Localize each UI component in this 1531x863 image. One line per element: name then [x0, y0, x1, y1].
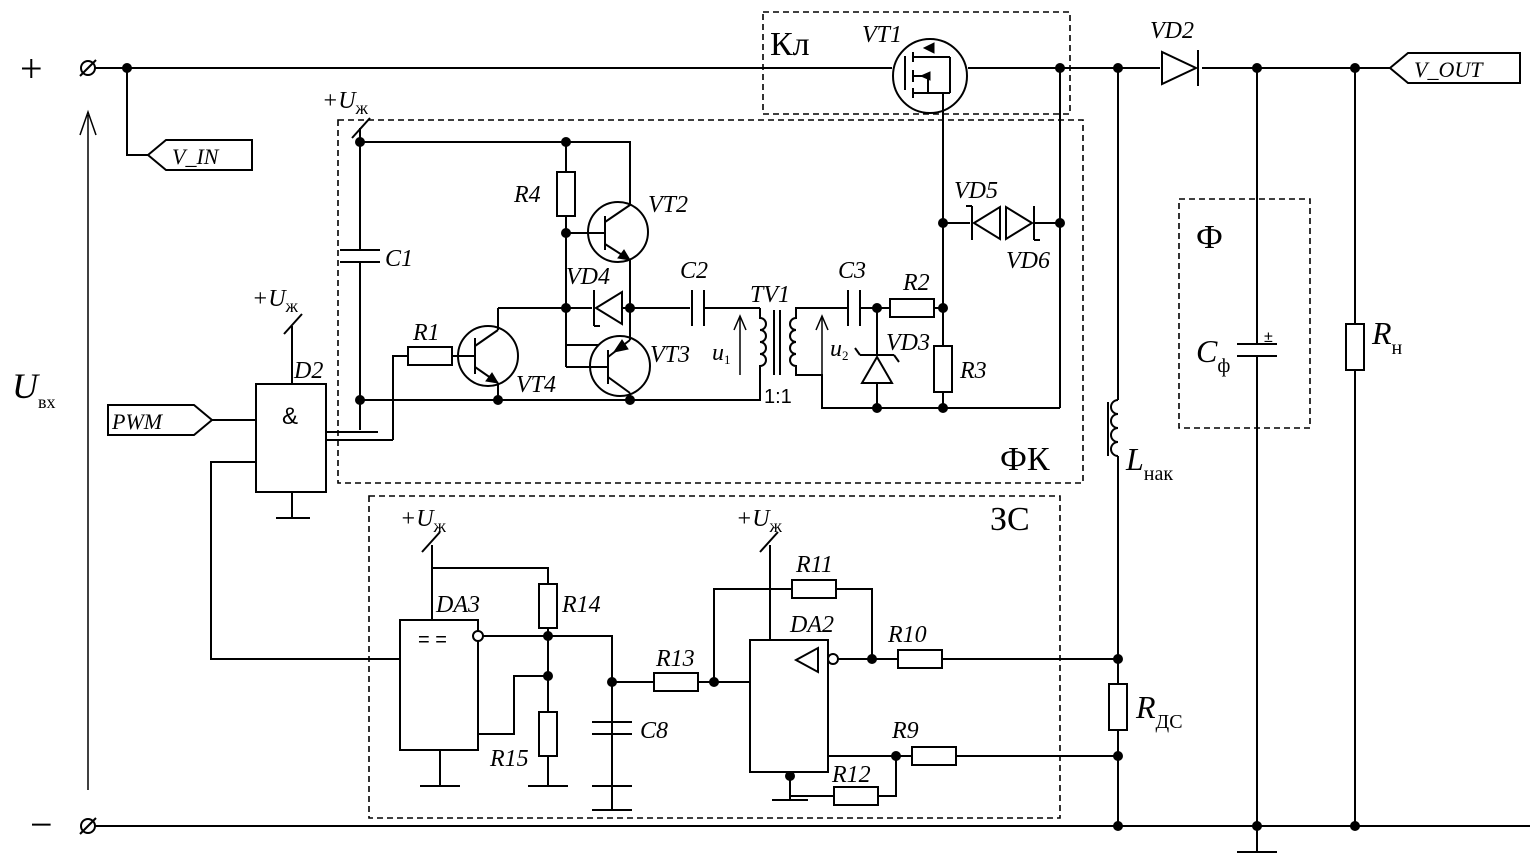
- da3-supply-label: +Uж: [400, 506, 447, 536]
- tv1-ratio: 1:1: [764, 386, 792, 408]
- r12-resistor: [790, 756, 897, 806]
- block-zs-boundary: [368, 495, 1061, 819]
- r3-resistor: [933, 223, 953, 408]
- r10-label: R10: [887, 622, 927, 648]
- block-fk-boundary: [337, 119, 1084, 484]
- da3-symbol: = =: [418, 629, 447, 651]
- l-nak-inductor: [1107, 68, 1119, 684]
- block-kl-label: Кл: [770, 26, 810, 63]
- u2-label: u2: [830, 336, 849, 363]
- r12-label: R12: [831, 762, 871, 788]
- da2-supply-label: +Uж: [736, 506, 783, 536]
- r9-label: R9: [891, 718, 919, 744]
- block-zs-label: ЗС: [990, 501, 1030, 538]
- fk-supply-label: +Uж: [322, 88, 369, 118]
- tv1-transformer: [759, 307, 1060, 409]
- da2-opamp: [749, 639, 839, 773]
- input-terminals: + − Uвх: [12, 46, 97, 847]
- r11-resistor: [713, 579, 873, 682]
- pwm-tag: PWM: [107, 404, 214, 436]
- c2-label: C2: [680, 258, 708, 284]
- vt2-label: VT2: [648, 192, 688, 218]
- vd5-vd6-diodes: [943, 205, 1060, 241]
- vd3-zener-diode: [854, 308, 900, 408]
- r15-resistor: [528, 711, 568, 787]
- vt1-mosfet: [892, 38, 968, 223]
- vd2-label: VD2: [1150, 18, 1194, 44]
- plus-terminal-label: +: [20, 46, 43, 91]
- c-f-polarity: ±: [1264, 329, 1273, 346]
- r-n-resistor: [1345, 68, 1365, 826]
- r-n-label: Rн: [1371, 315, 1403, 359]
- r-ds-label: RДС: [1135, 689, 1183, 733]
- vd6-label: VD6: [1006, 248, 1050, 274]
- r14-label: R14: [561, 592, 601, 618]
- vt1-label: VT1: [862, 22, 902, 48]
- c3-capacitor: [822, 290, 890, 326]
- da3-comparator: = =: [399, 619, 484, 751]
- r11-label: R11: [795, 552, 833, 578]
- vt2-transistor: [566, 200, 649, 308]
- r2-resistor: [889, 298, 943, 318]
- c8-label: C8: [640, 718, 668, 744]
- l-nak-label: Lнак: [1125, 441, 1173, 485]
- vd4-label: VD4: [566, 264, 610, 290]
- da3-label: DA3: [435, 592, 480, 618]
- vt4-label: VT4: [516, 372, 556, 398]
- pwm-label: PWM: [111, 409, 164, 434]
- v-in-tag: V_IN: [146, 139, 253, 171]
- c-f-capacitor: [1237, 68, 1277, 826]
- c-f-label: Cф: [1196, 333, 1230, 377]
- r2-label: R2: [902, 270, 930, 296]
- vd3-label: VD3: [886, 330, 930, 356]
- r15-label: R15: [489, 746, 529, 772]
- da2-label: DA2: [789, 612, 834, 638]
- c1-label: C1: [385, 246, 413, 272]
- r4-label: R4: [513, 182, 541, 208]
- vt3-label: VT3: [650, 342, 690, 368]
- d2-label: D2: [293, 358, 323, 384]
- r1-label: R1: [412, 320, 440, 346]
- vd5-label: VD5: [954, 178, 998, 204]
- v-out-tag: V_OUT: [1388, 52, 1521, 84]
- c1-capacitor: [340, 142, 380, 430]
- block-f-boundary: [1178, 198, 1311, 429]
- r13-resistor: [612, 672, 750, 692]
- r13-label: R13: [655, 646, 695, 672]
- block-fk-label: ФК: [1000, 441, 1050, 478]
- v-in-label: V_IN: [172, 144, 220, 169]
- d2-and-gate: &: [255, 383, 327, 493]
- tv1-label: TV1: [750, 282, 790, 308]
- r1-resistor: [392, 346, 453, 440]
- uin-label: Uвх: [12, 366, 56, 412]
- c3-label: C3: [838, 258, 866, 284]
- c8-capacitor: [592, 682, 632, 787]
- c2-capacitor: [691, 290, 760, 326]
- vt3-transistor: [565, 308, 651, 400]
- minus-terminal-label: −: [30, 802, 53, 847]
- vt4-transistor: [452, 307, 566, 400]
- u1-label: u1: [712, 340, 731, 367]
- vd2-diode: [1161, 50, 1199, 86]
- r9-resistor: [828, 746, 1118, 766]
- block-kl-boundary: [762, 11, 1071, 115]
- d2-supply-label: +Uж: [252, 286, 299, 316]
- r14-resistor: [538, 583, 558, 712]
- r-ds-resistor: [1108, 683, 1128, 826]
- v-out-label: V_OUT: [1414, 57, 1484, 82]
- block-f-label: Ф: [1196, 219, 1223, 256]
- r3-label: R3: [959, 358, 987, 384]
- d2-symbol: &: [282, 403, 298, 430]
- r10-resistor: [897, 649, 1118, 669]
